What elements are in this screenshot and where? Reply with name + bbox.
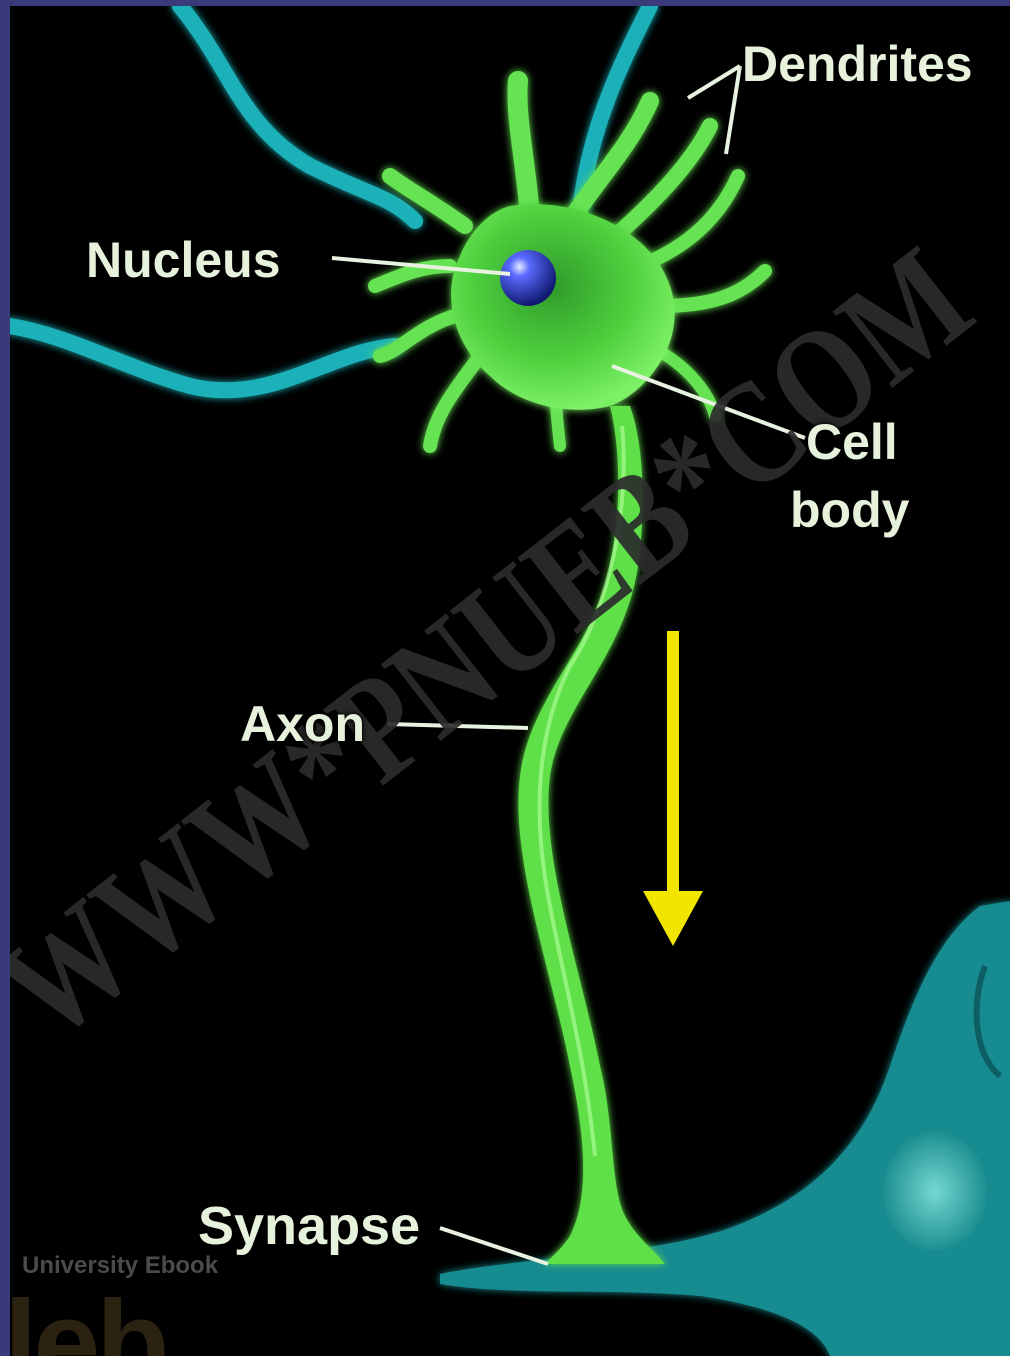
neuron-illustration: WWW*PNUEB*COM: [10, 6, 1010, 1356]
diagram-frame: WWW*PNUEB*COM Dendrites Nucleus Cell bod…: [10, 6, 1010, 1356]
dendrites-label: Dendrites: [742, 38, 973, 91]
nucleus-shape: [500, 250, 556, 306]
axon-label: Axon: [240, 698, 365, 751]
cell-body-label-line1: Cell: [806, 416, 898, 469]
synapse-label: Synapse: [198, 1198, 420, 1255]
postsynaptic-cell: [440, 901, 1010, 1356]
nucleus-label: Nucleus: [86, 234, 281, 287]
signal-direction-arrow-icon: [643, 631, 703, 946]
corner-logo-letters: leb: [10, 1274, 165, 1356]
cell-body-label-line2: body: [790, 484, 909, 537]
